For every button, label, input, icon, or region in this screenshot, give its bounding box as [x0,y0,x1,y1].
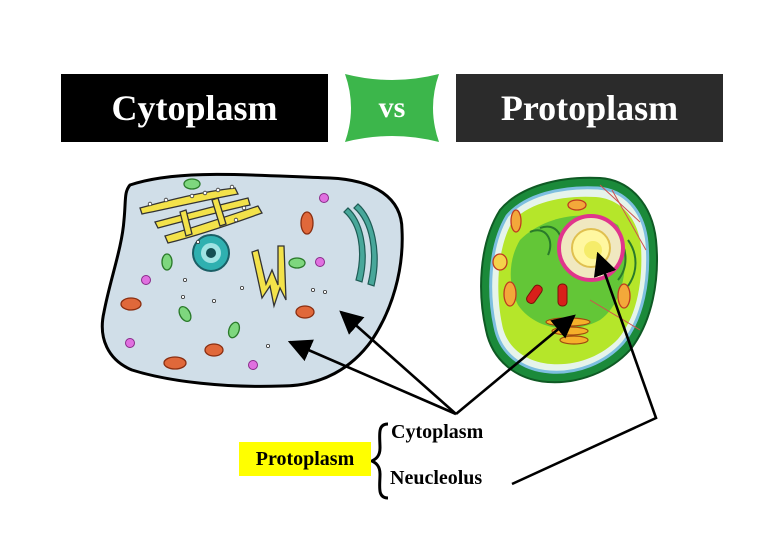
animal-cell [100,172,404,388]
lysosome-dots [125,193,329,370]
title-protoplasm-text: Protoplasm [500,88,679,128]
red-bodies [526,283,568,307]
smooth-er [251,245,287,309]
plant-cell [480,176,658,384]
vs-badge-shape [345,74,439,142]
ribosome-dots-top [147,184,247,223]
plant-nucleus [557,214,625,282]
arrows [287,251,658,486]
curly-brace [368,422,389,500]
title-cytoplasm: Cytoplasm [61,74,328,142]
cytoplasm-granules [180,239,327,348]
title-cytoplasm-text: Cytoplasm [111,88,278,128]
animal-cell-membrane [100,172,404,388]
nucleolus-label: Neucleolus [390,467,483,489]
vs-text: vs [378,91,406,124]
green-vesicles [161,178,306,339]
rough-er [343,203,378,287]
cytoplasm-label: Cytoplasm [391,421,484,443]
protoplasm-label: Protoplasm [239,442,371,476]
cytoskeleton [589,184,647,331]
chloroplasts [492,199,631,309]
title-protoplasm: Protoplasm [456,74,723,142]
animal-nucleus [192,234,230,272]
vs-badge: vs [345,74,439,142]
golgi-apparatus [139,187,263,244]
mitochondria [120,211,315,370]
